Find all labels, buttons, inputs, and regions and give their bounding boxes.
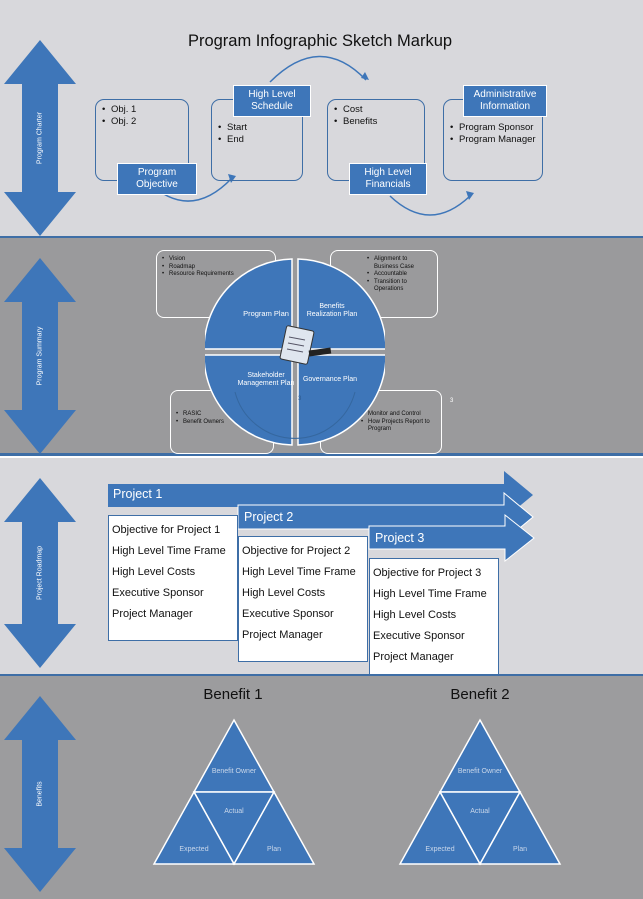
project-2-item: Executive Sponsor — [242, 608, 334, 620]
benefits-plan-item: Alignment to Business Case — [367, 256, 432, 271]
admin-item: Program Sponsor — [450, 122, 536, 134]
benefits-plan-item: Accountable — [367, 271, 432, 279]
project-1-item: High Level Time Frame — [112, 545, 226, 557]
page-title: Program Infographic Sketch Markup — [187, 32, 453, 50]
admin-item: Program Manager — [450, 134, 536, 146]
project-3-item: High Level Time Frame — [373, 588, 487, 600]
program-plan-item: Resource Requirements — [162, 271, 270, 279]
project-roadmap-arrow: Project Roadmap — [0, 478, 80, 668]
plan-circle — [205, 258, 385, 446]
financials-item: Cost — [334, 104, 418, 116]
benefit-2-expected-label: Expected — [425, 846, 455, 853]
project-3-item: Project Manager — [373, 651, 454, 663]
benefits-plan-item: Transition to Operations — [367, 279, 432, 294]
charter-connectors — [147, 55, 474, 216]
project-3-title: Project 3 — [375, 531, 425, 545]
program-plan-item: Roadmap — [162, 264, 270, 272]
project-1-item: Objective for Project 1 — [112, 524, 221, 536]
high-level-financials-tag: High Level Financials — [349, 163, 427, 195]
project-2-item: Project Manager — [242, 629, 323, 641]
project-3-box: Objective for Project 3 High Level Time … — [369, 558, 499, 684]
governance-item: How Projects Report to Program — [361, 419, 436, 434]
objective-item: Obj. 1 — [102, 104, 182, 116]
benefit-2-owner-label: Benefit Owner — [457, 768, 503, 775]
program-summary-arrow: Program Summary — [0, 258, 80, 454]
program-summary-label: Program Summary — [36, 326, 44, 386]
benefit-1-triangle — [152, 718, 316, 866]
administrative-information-tag: Administrative Information — [463, 85, 547, 117]
project-arrows — [108, 471, 535, 563]
schedule-item: End — [218, 134, 296, 146]
project-1-item: High Level Costs — [112, 566, 196, 578]
benefit-2-title: Benefit 2 — [450, 686, 510, 703]
benefit-1-plan-label: Plan — [266, 846, 281, 853]
mark-3: 3 — [298, 396, 302, 402]
schedule-item: Start — [218, 122, 296, 134]
objective-item: Obj. 2 — [102, 116, 182, 128]
benefit-2-actual-label: Actual — [470, 808, 490, 815]
benefit-1-title: Benefit 1 — [203, 686, 263, 703]
benefit-1-actual-label: Actual — [224, 808, 244, 815]
project-2-item: Objective for Project 2 — [242, 545, 351, 557]
benefit-triangles — [152, 718, 562, 866]
benefits-realization-plan-label: Benefits Realization Plan — [306, 303, 358, 318]
project-1-item: Project Manager — [112, 608, 193, 620]
clipboard-icon — [279, 325, 332, 365]
project-3-item: Objective for Project 3 — [373, 567, 482, 579]
program-plan-label: Program Plan — [243, 309, 289, 318]
stakeholder-item: Benefit Owners — [176, 419, 268, 427]
high-level-schedule-tag: High Level Schedule — [233, 85, 311, 117]
project-3-item: Executive Sponsor — [373, 630, 465, 642]
program-charter-arrow: Program Charter — [0, 40, 80, 236]
stakeholder-item: RASIC — [176, 411, 268, 419]
project-1-item: Executive Sponsor — [112, 587, 204, 599]
benefit-1-owner-label: Benefit Owner — [211, 768, 257, 775]
mark-3: 3 — [450, 398, 454, 404]
program-charter-section: Program Charter Program Infographic Sket… — [0, 0, 643, 238]
project-1-box: Objective for Project 1 High Level Time … — [108, 515, 238, 641]
benefit-2-plan-label: Plan — [512, 846, 527, 853]
benefits-arrow: Benefits — [0, 696, 80, 892]
benefit-2-triangle — [398, 718, 562, 866]
project-1-title: Project 1 — [113, 487, 163, 501]
program-plan-item: Vision — [162, 256, 270, 264]
stakeholder-management-plan-label: Stakeholder Management Plan — [237, 372, 295, 387]
project-2-title: Project 2 — [244, 510, 294, 524]
project-2-item: High Level Time Frame — [242, 566, 356, 578]
governance-plan-label: Governance Plan — [302, 376, 358, 383]
financials-item: Benefits — [334, 116, 418, 128]
project-3-item: High Level Costs — [373, 609, 457, 621]
program-objective-tag: Program Objective — [117, 163, 197, 195]
project-2-item: High Level Costs — [242, 587, 326, 599]
project-2-box: Objective for Project 2 High Level Time … — [238, 536, 368, 662]
benefit-1-expected-label: Expected — [179, 846, 209, 853]
